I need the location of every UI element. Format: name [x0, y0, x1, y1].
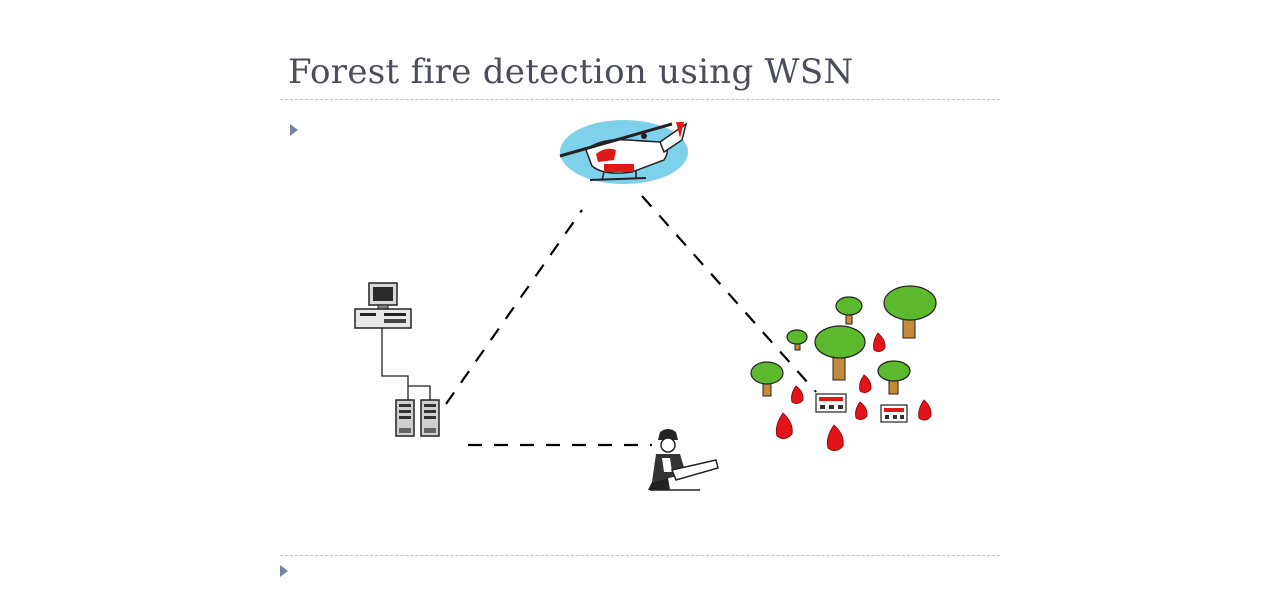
tree	[750, 361, 784, 397]
link-helicopter-forest	[641, 195, 817, 393]
tree	[814, 325, 866, 381]
building	[880, 404, 908, 423]
tree	[835, 296, 863, 325]
forest-fire-icon	[750, 285, 937, 451]
tree	[883, 285, 937, 339]
title-divider	[280, 99, 1000, 100]
bullet-marker-2	[280, 565, 288, 577]
fire-flame	[775, 332, 932, 451]
link-lines	[445, 195, 817, 447]
tree	[786, 329, 808, 351]
computer-workstation-icon	[354, 282, 412, 329]
footer-divider	[280, 555, 1000, 556]
network-cable	[381, 328, 431, 400]
server-tower-icon	[395, 399, 440, 437]
link-servers-helicopter	[445, 209, 583, 405]
building	[815, 393, 847, 413]
tree	[877, 360, 911, 395]
bullet-marker-1	[290, 124, 298, 136]
helicopter-icon	[559, 120, 688, 184]
slide-title: Forest fire detection using WSN	[288, 52, 854, 92]
firefighter-icon	[648, 429, 719, 491]
